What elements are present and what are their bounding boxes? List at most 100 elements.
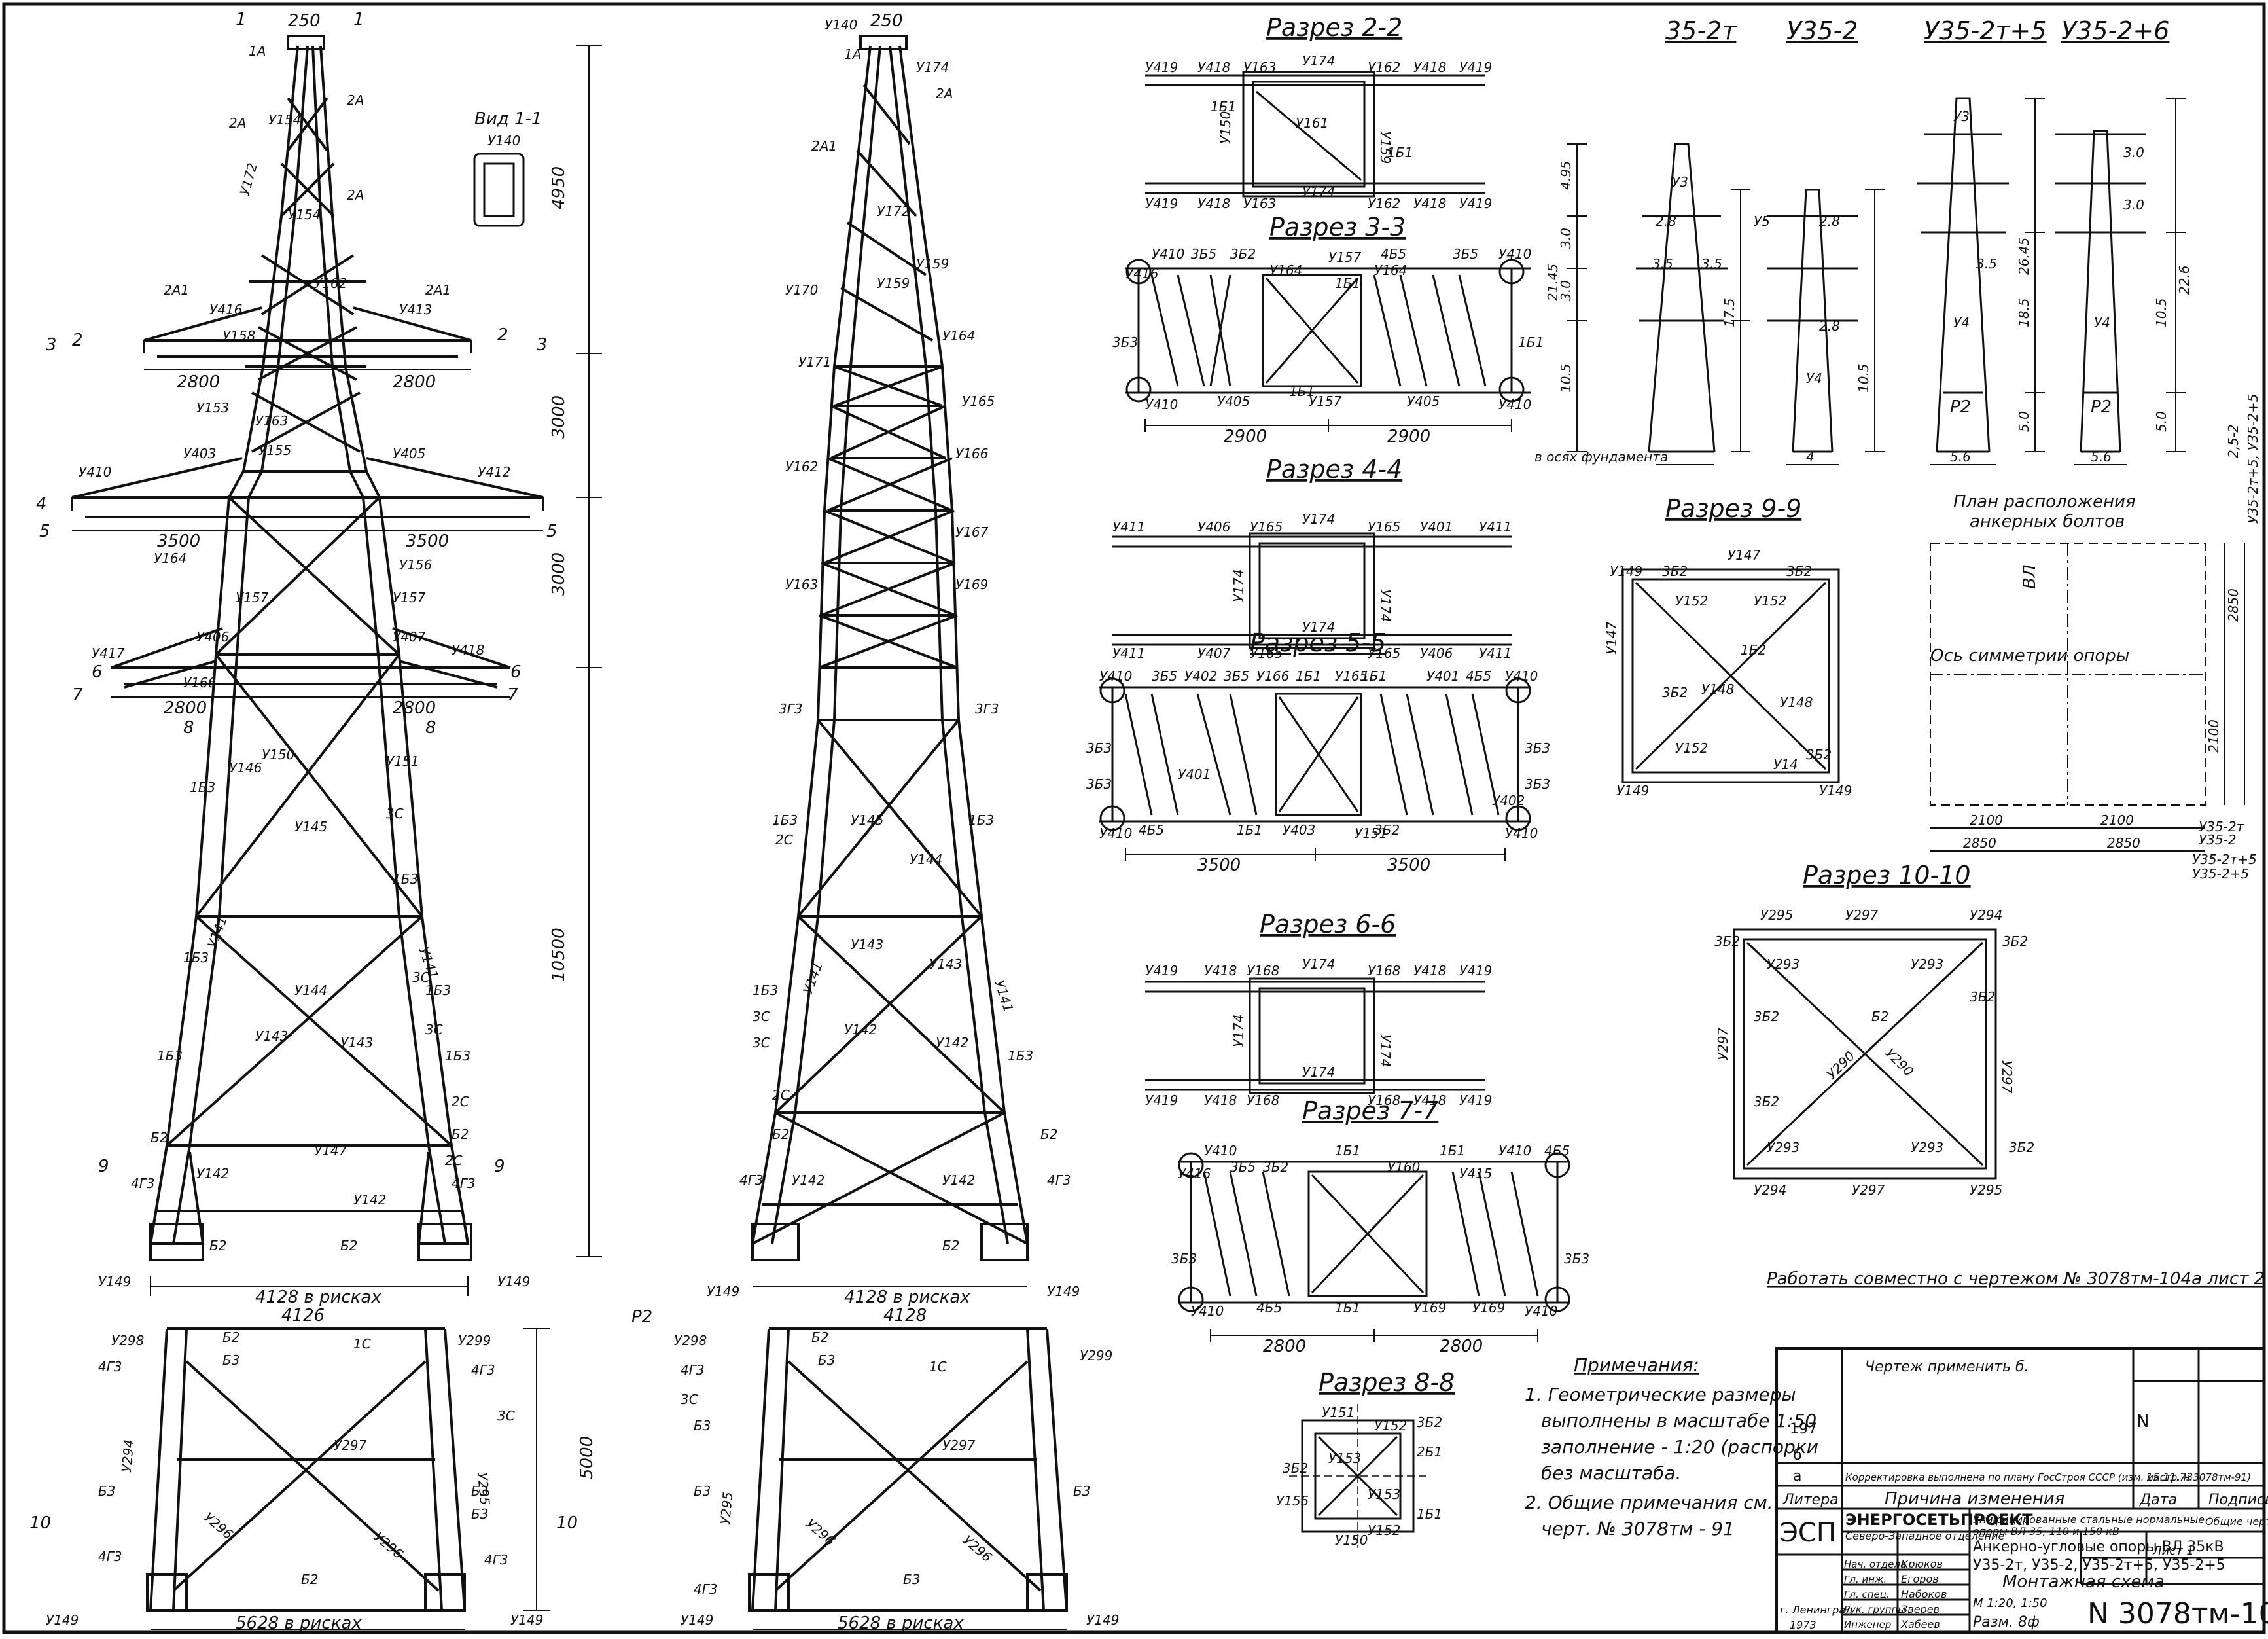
svg-text:У174: У174 [1377, 1034, 1393, 1067]
svg-text:У418: У418 [1413, 1092, 1446, 1108]
svg-text:Разрез 6-6: Разрез 6-6 [1260, 910, 1396, 939]
svg-text:4Б5: 4Б5 [1381, 246, 1406, 262]
svg-text:У167: У167 [955, 524, 989, 540]
svg-text:1Б1: 1Б1 [1335, 276, 1360, 291]
svg-text:У293: У293 [1767, 956, 1799, 972]
svg-text:3Б3: 3Б3 [1171, 1251, 1197, 1267]
svg-text:У418: У418 [1197, 60, 1230, 75]
svg-text:Причина изменения: Причина изменения [1885, 1489, 2064, 1509]
svg-text:ЭСП: ЭСП [1780, 1518, 1836, 1548]
svg-text:Зверев: Зверев [1901, 1603, 1940, 1615]
svg-text:У157: У157 [1328, 249, 1362, 265]
svg-text:У299: У299 [458, 1333, 491, 1348]
svg-text:2850: 2850 [1963, 835, 1996, 851]
svg-text:3500: 3500 [1387, 856, 1430, 875]
svg-text:1Б1: 1Б1 [1335, 1143, 1360, 1159]
svg-text:У295: У295 [717, 1491, 735, 1525]
svg-text:У148: У148 [1701, 681, 1734, 697]
svg-text:3500: 3500 [157, 531, 200, 551]
svg-text:5.6: 5.6 [1950, 449, 1971, 465]
svg-text:Разрез 8-8: Разрез 8-8 [1319, 1368, 1455, 1397]
svg-text:1Б3: 1Б3 [445, 1048, 470, 1064]
svg-text:2А1: 2А1 [811, 138, 837, 154]
svg-text:1Б2: 1Б2 [1741, 642, 1766, 658]
svg-text:У35-2т, У35-2, У35-2т+5, У35-2: У35-2т, У35-2, У35-2т+5, У35-2+5 [1973, 1557, 2225, 1574]
svg-text:У410: У410 [1505, 668, 1538, 684]
svg-text:У401: У401 [1426, 668, 1459, 684]
svg-text:3Б2: 3Б2 [1754, 1009, 1779, 1024]
svg-text:У4: У4 [1953, 315, 1970, 331]
svg-text:У169: У169 [1472, 1300, 1505, 1316]
section-9-9-texts: У149 У147 У152 У147 У148 У152 У148 У152 … [1604, 547, 1852, 799]
svg-text:У156: У156 [399, 557, 432, 573]
svg-text:У419: У419 [1459, 60, 1492, 75]
svg-text:2100: 2100 [1970, 812, 2003, 828]
svg-text:9: 9 [98, 1157, 109, 1176]
svg-text:N 3078тм-104а: N 3078тм-104а [2087, 1597, 2268, 1630]
svg-text:У419: У419 [1459, 1092, 1492, 1108]
notes: Примечания: 1. Геометрические размеры вы… [1525, 1354, 1818, 1540]
svg-text:Инженер: Инженер [1844, 1619, 1891, 1630]
svg-text:2900: 2900 [1224, 427, 1267, 446]
svg-text:У3: У3 [1672, 174, 1688, 190]
svg-text:Б3: Б3 [818, 1352, 835, 1368]
svg-text:1Б3: 1Б3 [393, 871, 418, 887]
svg-text:2С: 2С [445, 1153, 463, 1168]
svg-text:1Б3: 1Б3 [425, 982, 451, 998]
svg-text:Литера: Литера [1782, 1492, 1839, 1508]
svg-text:У174: У174 [1302, 956, 1335, 972]
svg-text:У416: У416 [1125, 266, 1158, 281]
svg-text:1А: 1А [844, 46, 861, 62]
svg-text:а: а [1793, 1468, 1801, 1485]
svg-text:У149: У149 [46, 1612, 79, 1628]
svg-text:У405: У405 [393, 446, 425, 461]
svg-text:У35-2т+5: У35-2т+5 [1924, 16, 2047, 45]
svg-text:250: 250 [288, 11, 321, 31]
svg-text:35-2т: 35-2т [1665, 16, 1737, 45]
svg-text:2,5-2: 2,5-2 [2225, 424, 2241, 458]
svg-text:10.5: 10.5 [2153, 298, 2169, 327]
svg-text:У145: У145 [851, 812, 883, 828]
svg-text:2А1: 2А1 [425, 282, 451, 298]
svg-text:У407: У407 [393, 629, 426, 645]
svg-text:У157: У157 [393, 590, 426, 605]
svg-text:У410: У410 [1099, 668, 1132, 684]
svg-text:1Б3: 1Б3 [1008, 1048, 1033, 1064]
anchor-plan [1930, 543, 2245, 852]
svg-text:5628 в рисках: 5628 в рисках [838, 1613, 964, 1633]
svg-text:У297: У297 [1999, 1060, 2015, 1094]
svg-text:У142: У142 [196, 1166, 229, 1181]
svg-text:2850: 2850 [2225, 588, 2241, 622]
svg-text:выполнены в масштабе 1:50: выполнены в масштабе 1:50 [1541, 1410, 1816, 1432]
svg-text:4Б5: 4Б5 [1544, 1143, 1570, 1159]
svg-text:У407: У407 [1197, 645, 1231, 661]
svg-text:У168: У168 [1247, 963, 1279, 979]
svg-text:Дата: Дата [2139, 1492, 2177, 1508]
svg-text:У417: У417 [92, 645, 125, 661]
svg-text:3Б2: 3Б2 [2009, 1140, 2034, 1155]
svg-text:У164: У164 [942, 328, 975, 344]
svg-text:Ось симметрии опоры: Ось симметрии опоры [1930, 646, 2129, 666]
section-9-9 [1621, 568, 1840, 783]
svg-text:У157: У157 [1309, 393, 1342, 409]
svg-text:Рук. группы: Рук. группы [1844, 1604, 1905, 1615]
svg-text:У174: У174 [1231, 1015, 1247, 1047]
section-7-7-texts: У410 У416 У160 У410 У415 У410 У169 У169 … [1171, 1143, 1589, 1356]
svg-text:197: 197 [1790, 1421, 1817, 1437]
section-10-10-texts: У295 У297 У294 У293 У293 У297 У290 У290 … [1714, 907, 2034, 1198]
svg-text:У170: У170 [785, 282, 818, 298]
bottom-left-view [146, 1327, 550, 1630]
work-note: Работать совместно с чертежом № 3078тм-1… [1767, 1269, 2265, 1289]
svg-text:У410: У410 [1525, 1303, 1557, 1319]
svg-text:3С: 3С [412, 969, 430, 985]
svg-text:У158: У158 [222, 328, 255, 344]
section-3-3 [1125, 259, 1531, 432]
svg-text:У147: У147 [1604, 621, 1620, 655]
svg-text:2С: 2С [775, 832, 793, 848]
svg-text:Б2: Б2 [340, 1238, 357, 1253]
svg-text:У152: У152 [1675, 593, 1708, 609]
svg-text:У153: У153 [1328, 1450, 1361, 1466]
svg-text:У174: У174 [1302, 53, 1335, 69]
svg-text:У161: У161 [1296, 115, 1328, 131]
svg-text:1Б1: 1Б1 [1289, 384, 1315, 399]
